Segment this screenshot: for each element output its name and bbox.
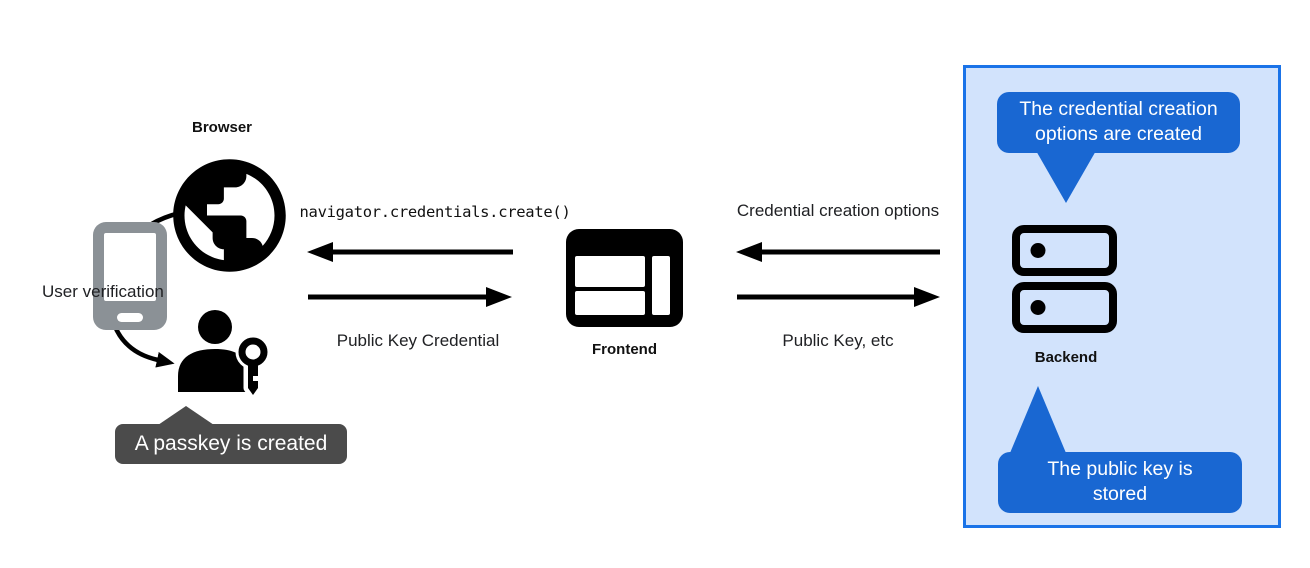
server-stack-icon <box>1012 225 1117 333</box>
tooltip-public-key-stored-text: The public key is stored <box>1047 458 1193 505</box>
globe-icon <box>173 159 286 272</box>
public-key-credential-label: Public Key Credential <box>336 331 500 350</box>
user-verification-label: User verification <box>42 282 164 301</box>
public-key-etc-label: Public Key, etc <box>782 331 894 350</box>
browser-window-icon <box>566 229 683 327</box>
tooltip-passkey-created: A passkey is created <box>115 406 347 464</box>
frontend-label: Frontend <box>592 341 657 358</box>
navigator-credentials-create-label: navigator.credentials.create() <box>299 203 571 221</box>
tooltip-pointer-up <box>1010 386 1066 453</box>
smartphone-icon <box>93 222 167 330</box>
backend-panel: The credential creation options are crea… <box>963 65 1281 528</box>
tooltip-public-key-stored: The public key is stored <box>998 386 1242 513</box>
tooltip-pointer-up-dark <box>158 406 214 425</box>
backend-label: Backend <box>1034 349 1098 366</box>
browser-label: Browser <box>191 119 253 136</box>
credential-creation-options-label: Credential creation options <box>736 201 940 220</box>
tooltip-pointer-down <box>1035 149 1097 203</box>
tooltip-credential-options-created-text: The credential creation options are crea… <box>1019 98 1218 145</box>
tooltip-passkey-created-text: A passkey is created <box>134 432 328 455</box>
tooltip-credential-options-created: The credential creation options are crea… <box>997 92 1240 203</box>
user-key-icon <box>178 310 268 396</box>
